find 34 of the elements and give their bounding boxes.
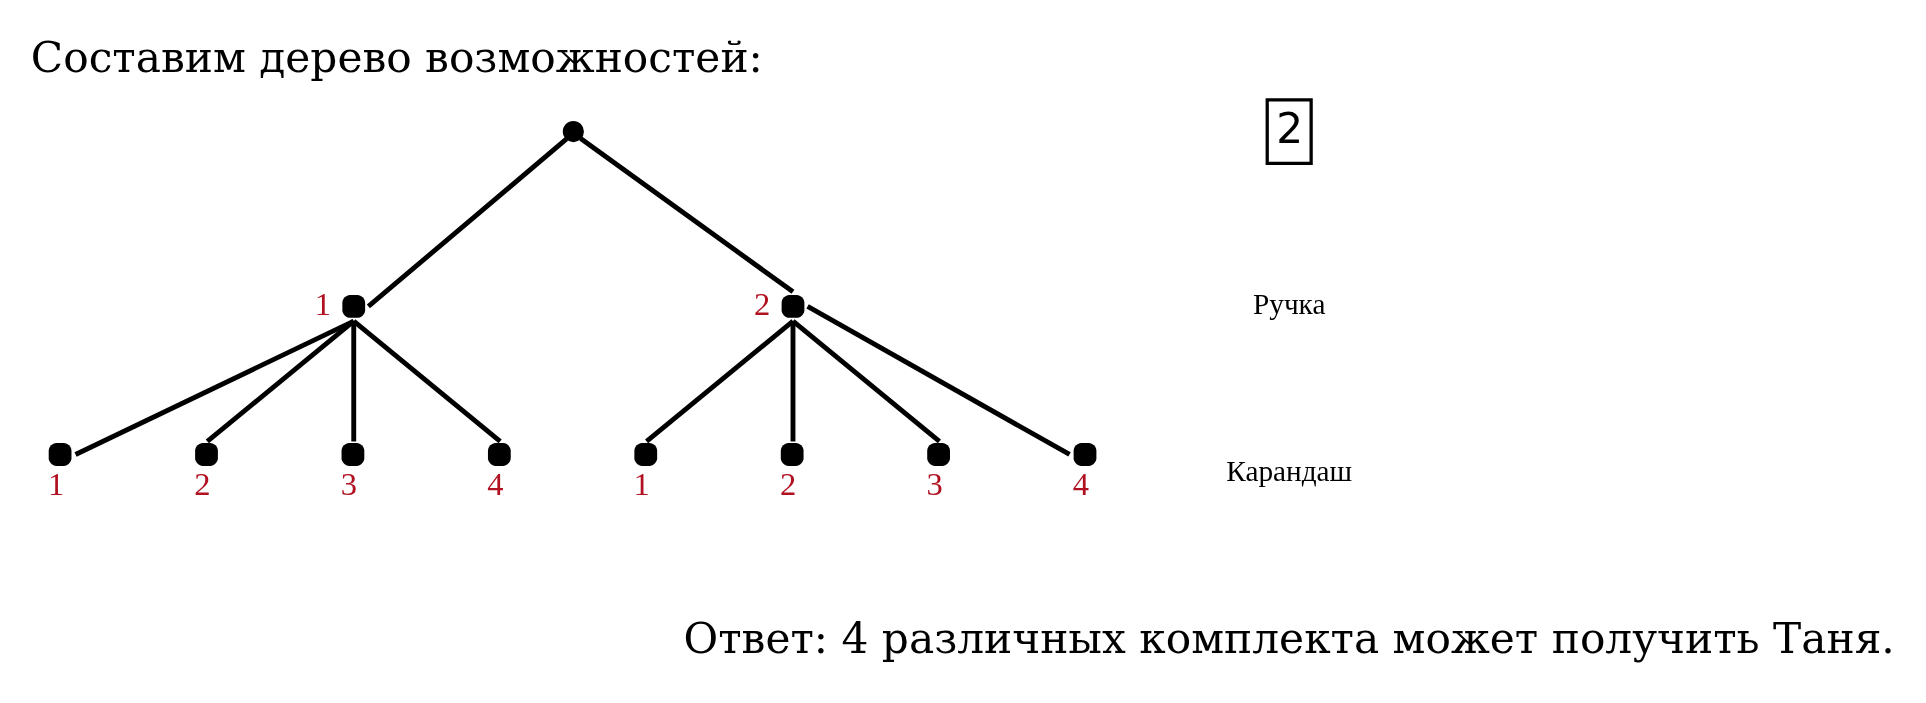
connector [791,318,941,443]
connector [352,318,502,443]
caption: Ответ: 4 различных комплекта может получить Таня. [683,613,1895,663]
node-label: 2 [194,465,211,502]
node-label: 2 [753,285,771,322]
diagram-title: Составим дерево возможностей: [30,32,763,82]
node-circle [195,442,218,466]
label: 2 [1276,103,1304,153]
label: Карандаш [1226,454,1353,487]
node-label: 4 [487,465,504,502]
node-label: 4 [1072,465,1090,502]
node-circle [562,120,584,142]
node-label: 2 [779,465,797,502]
node-label: 3 [340,465,357,502]
label: Ручка [1252,287,1326,320]
connector [366,136,569,308]
node-circle [342,294,366,318]
node-label: 1 [47,465,65,502]
node-circle [634,442,658,466]
node-circle [487,442,511,466]
connector [645,318,795,443]
node-circle [780,442,804,466]
connector [806,303,1071,457]
node-circle [781,294,805,318]
connector [205,318,356,443]
node-label: 1 [633,465,650,502]
node-circle [1073,442,1097,466]
node-label: 3 [926,465,943,502]
node-label: 1 [314,285,331,322]
connector [579,136,795,294]
connector [74,318,355,457]
node-circle [48,442,72,466]
node-circle [927,442,950,466]
node-circle [341,442,365,466]
